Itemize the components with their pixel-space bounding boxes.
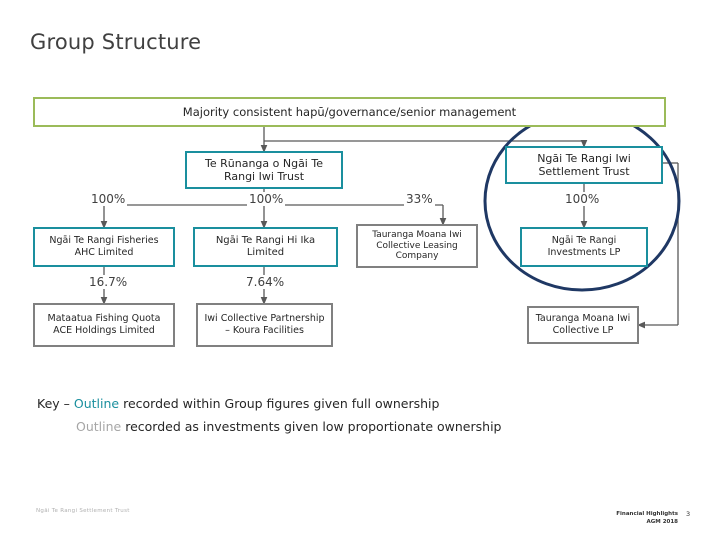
footer-deck-title: Financial Highlights AGM 2018 bbox=[600, 510, 678, 527]
node-settlement-trust-label: Ngāi Te Rangi Iwi Settlement Trust bbox=[537, 151, 631, 178]
legend-line2: Outline recorded as investments given lo… bbox=[37, 415, 501, 438]
node-fisheries-ahc-label: Ngāi Te Rangi Fisheries AHC Limited bbox=[49, 235, 159, 258]
footer-deck-line1: Financial Highlights bbox=[616, 511, 678, 517]
footer-page-number: 3 bbox=[686, 510, 691, 518]
legend-line2-text: recorded as investments given low propor… bbox=[125, 419, 502, 435]
node-leasing-company-label: Tauranga Moana Iwi Collective Leasing Co… bbox=[372, 229, 462, 262]
pct-hi-ika-koura: 7.64% bbox=[244, 275, 287, 289]
footer-deck-line2: AGM 2018 bbox=[646, 519, 678, 526]
node-hi-ika[interactable]: Ngāi Te Rangi Hi Ika Limited bbox=[193, 227, 338, 267]
page-title: Group Structure bbox=[30, 30, 202, 54]
node-mataatua-holdings[interactable]: Mataatua Fishing Quota ACE Holdings Limi… bbox=[33, 303, 175, 347]
legend-dash: – bbox=[63, 396, 70, 411]
node-koura-facilities[interactable]: Iwi Collective Partnership – Koura Facil… bbox=[196, 303, 333, 347]
pct-settlement-investments: 100% bbox=[563, 192, 602, 206]
node-investments-lp-label: Ngāi Te Rangi Investments LP bbox=[547, 235, 621, 258]
node-tmic-lp-label: Tauranga Moana Iwi Collective LP bbox=[535, 313, 631, 336]
node-te-runanga-label: Te Rūnanga o Ngāi Te Rangi Iwi Trust bbox=[205, 156, 323, 183]
node-mataatua-holdings-label: Mataatua Fishing Quota ACE Holdings Limi… bbox=[47, 313, 161, 336]
legend: Key – Outline recorded within Group figu… bbox=[37, 392, 501, 438]
pct-runanga-fisheries: 100% bbox=[89, 192, 128, 206]
legend-prefix: Key bbox=[37, 396, 60, 411]
legend-line1-keyword: Outline bbox=[73, 396, 120, 411]
legend-line2-keyword: Outline bbox=[76, 419, 122, 435]
node-fisheries-ahc[interactable]: Ngāi Te Rangi Fisheries AHC Limited bbox=[33, 227, 175, 267]
banner-label: Majority consistent hapū/governance/seni… bbox=[182, 104, 517, 119]
banner-box: Majority consistent hapū/governance/seni… bbox=[33, 97, 666, 127]
node-investments-lp[interactable]: Ngāi Te Rangi Investments LP bbox=[520, 227, 648, 267]
pct-fisheries-mataatua: 16.7% bbox=[87, 275, 130, 289]
pct-runanga-hi-ika: 100% bbox=[247, 192, 286, 206]
node-te-runanga[interactable]: Te Rūnanga o Ngāi Te Rangi Iwi Trust bbox=[185, 151, 343, 189]
node-tmic-lp[interactable]: Tauranga Moana Iwi Collective LP bbox=[527, 306, 639, 344]
legend-line1-text: recorded within Group figures given full… bbox=[123, 396, 440, 411]
node-leasing-company[interactable]: Tauranga Moana Iwi Collective Leasing Co… bbox=[356, 224, 478, 268]
node-settlement-trust[interactable]: Ngāi Te Rangi Iwi Settlement Trust bbox=[505, 146, 663, 184]
node-koura-facilities-label: Iwi Collective Partnership – Koura Facil… bbox=[204, 313, 325, 336]
pct-runanga-leasing: 33% bbox=[404, 192, 435, 206]
node-hi-ika-label: Ngāi Te Rangi Hi Ika Limited bbox=[215, 234, 316, 258]
footer-organisation: Ngāi Te Rangi Settlement Trust bbox=[36, 508, 130, 514]
